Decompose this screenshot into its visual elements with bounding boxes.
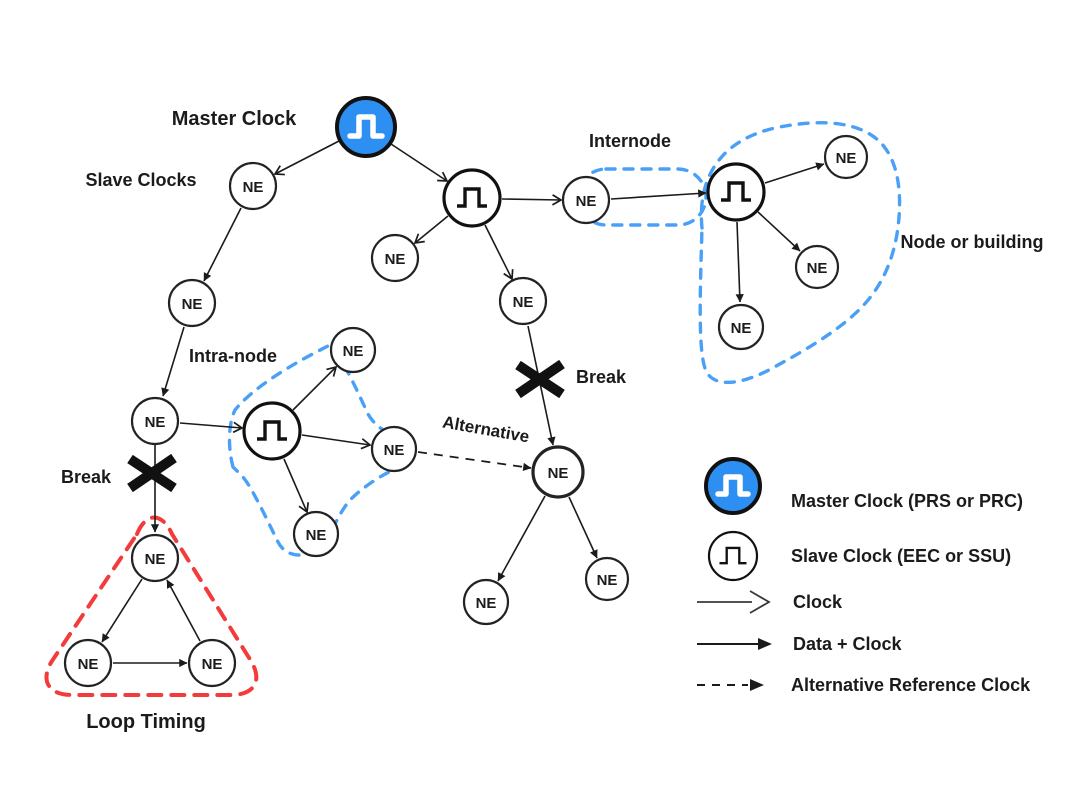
- legend-slave-clock-label: Slave Clock (EEC or SSU): [791, 546, 1011, 566]
- ne-node: NE: [794, 244, 840, 290]
- ne-node-label: NE: [145, 414, 166, 431]
- ne-node-label: NE: [836, 150, 857, 167]
- legend-data-clock-label: Data + Clock: [793, 634, 903, 654]
- ne-node: NE: [823, 134, 869, 180]
- pulse-wave-icon: [457, 187, 487, 208]
- master-clock-icon: [704, 457, 762, 515]
- edge-intra-slave-to-ne-bottom: [283, 458, 307, 512]
- ne-node-label: NE: [343, 343, 364, 360]
- edge-slave-center-to-ne-below: [484, 224, 512, 279]
- ne-node: NE: [561, 175, 611, 225]
- ne-node: NE: [717, 303, 765, 351]
- ne-node-label: NE: [306, 527, 327, 544]
- edge-intra-slave-to-ne-top: [292, 367, 336, 411]
- edge-master-to-slave-center: [390, 143, 447, 181]
- edges: [101, 140, 825, 668]
- edge-alternative-reference: [417, 451, 532, 471]
- legend-clock-label: Clock: [793, 592, 843, 612]
- ne-node-label: NE: [576, 193, 597, 210]
- legend-alt-ref-arrow: Alternative Reference Clock: [697, 675, 1031, 695]
- ne-node-label: NE: [145, 551, 166, 568]
- ne-node: NE: [498, 276, 548, 326]
- break-label-center: Break: [576, 367, 627, 387]
- legend-clock-arrow: Clock: [697, 590, 843, 614]
- edge-building-slave-to-ne-right: [757, 211, 801, 252]
- legend-slave-clock: Slave Clock (EEC or SSU): [707, 530, 1011, 582]
- pulse-wave-icon: [721, 181, 751, 202]
- edge-left-chain-1: [203, 207, 242, 282]
- ne-node: NE: [531, 445, 585, 499]
- slave-clocks-label: Slave Clocks: [85, 170, 196, 190]
- pulse-wave-icon: [257, 420, 287, 441]
- break-label-left: Break: [61, 467, 112, 487]
- ne-node-label: NE: [78, 656, 99, 673]
- legend: Master Clock (PRS or PRC) Slave Clock (E…: [697, 457, 1031, 695]
- ne-node: NE: [63, 638, 113, 688]
- edge-intra-slave-to-ne-right: [301, 434, 370, 445]
- internode-label: Internode: [589, 131, 671, 151]
- ne-node-label: NE: [385, 251, 406, 268]
- slave-clock-node-building: [706, 162, 766, 222]
- edge-loop-right-to-top: [166, 579, 201, 642]
- legend-master-clock-label: Master Clock (PRS or PRC): [791, 491, 1023, 511]
- ne-node-label: NE: [202, 656, 223, 673]
- ne-node: NE: [370, 425, 418, 473]
- alternative-label: Alternative: [441, 413, 531, 447]
- slave-clock-node-center: [442, 168, 502, 228]
- edge-left-chain-2: [161, 326, 185, 397]
- ne-node: NE: [228, 161, 278, 211]
- pulse-wave-icon: [719, 546, 747, 565]
- ne-node: NE: [187, 638, 237, 688]
- ne-node: NE: [130, 396, 180, 446]
- loop-timing-boundary: [44, 515, 259, 697]
- ne-node: NE: [370, 233, 420, 283]
- ne-node: NE: [292, 510, 340, 558]
- ne-node-label: NE: [243, 179, 264, 196]
- edge-building-slave-to-ne-bottom: [735, 221, 744, 303]
- ne-node-label: NE: [548, 465, 569, 482]
- ne-node: NE: [130, 533, 180, 583]
- edge-internode-link: [610, 189, 707, 200]
- ne-node: NE: [584, 556, 630, 602]
- edge-alt-hub-to-ne-left: [497, 495, 546, 582]
- ne-node-label: NE: [731, 320, 752, 337]
- break-x-center: [515, 359, 565, 399]
- legend-alt-ref-label: Alternative Reference Clock: [791, 675, 1031, 695]
- ne-node-label: NE: [182, 296, 203, 313]
- legend-master-clock: Master Clock (PRS or PRC): [704, 457, 1023, 515]
- master-clock-label: Master Clock: [172, 108, 297, 130]
- edge-slave-center-to-ne-internode: [501, 199, 561, 200]
- legend-data-clock-arrow: Data + Clock: [697, 634, 903, 654]
- pulse-wave-icon: [347, 114, 385, 139]
- edge-master-to-ne: [275, 140, 340, 174]
- edge-alt-hub-to-ne-right: [568, 496, 598, 559]
- edge-ne-to-intra-slave: [179, 423, 242, 428]
- node-or-building-label: Node or building: [901, 232, 1044, 252]
- edge-loop-top-to-left: [101, 578, 143, 643]
- ne-node-label: NE: [476, 595, 497, 612]
- edge-building-slave-to-ne-top: [764, 162, 825, 184]
- ne-node-label: NE: [807, 260, 828, 277]
- ne-node: NE: [167, 278, 217, 328]
- nodes: NE NE NE NE NE NE NE NE: [63, 96, 869, 688]
- intra-node-label: Intra-node: [189, 346, 277, 366]
- slave-clock-node-intra: [242, 401, 302, 461]
- ne-node: NE: [329, 326, 377, 374]
- break-x-left: [127, 453, 177, 493]
- ne-node-label: NE: [384, 442, 405, 459]
- node-or-building-boundary: [698, 121, 902, 385]
- ne-node-label: NE: [597, 572, 618, 589]
- loop-timing-label: Loop Timing: [86, 711, 206, 733]
- edge-slave-center-to-ne-left: [415, 215, 449, 243]
- slave-clock-icon: [707, 530, 759, 582]
- ne-node-label: NE: [513, 294, 534, 311]
- pulse-wave-icon: [715, 474, 751, 497]
- ne-node: NE: [462, 578, 510, 626]
- master-clock-node: [335, 96, 397, 158]
